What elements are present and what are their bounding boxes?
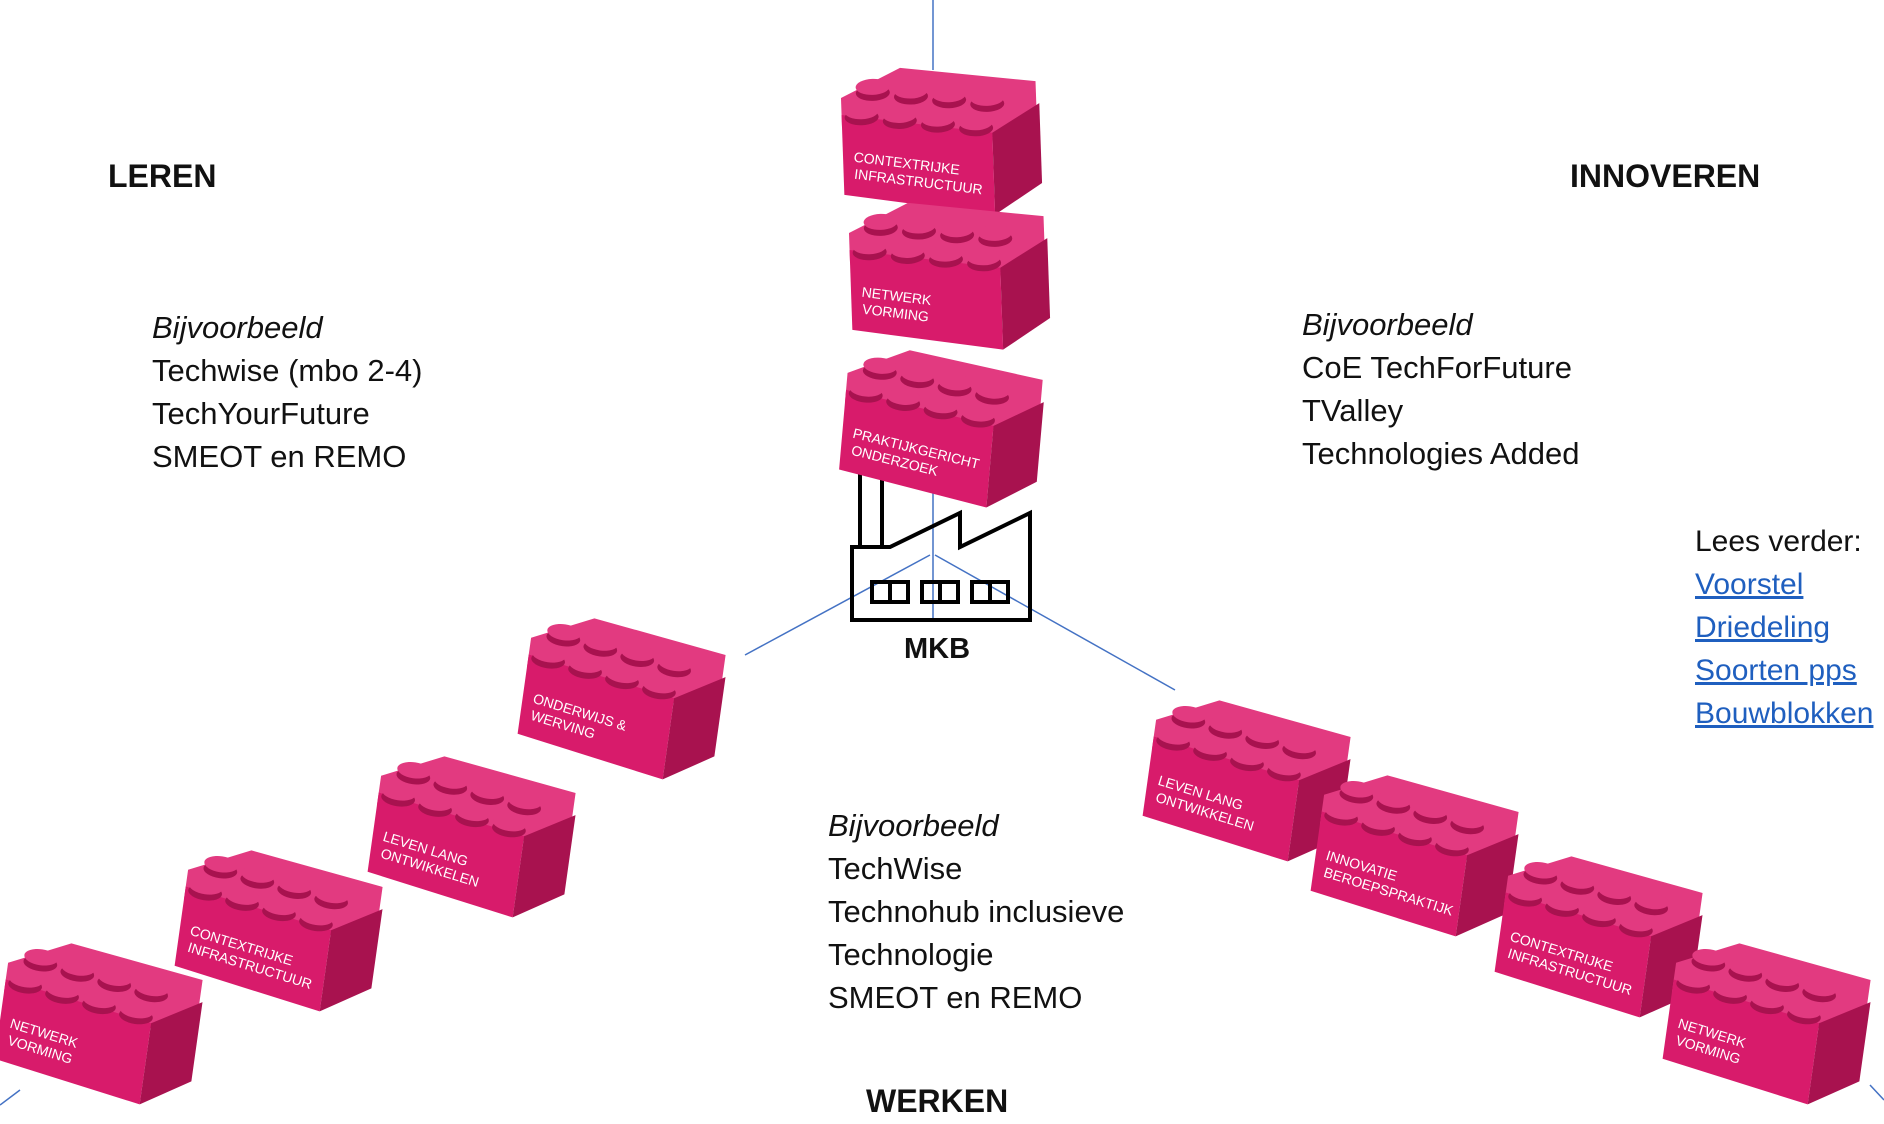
werken-examples: Bijvoorbeeld TechWise Technohub inclusie… (828, 804, 1124, 1019)
leren-example-item: TechYourFuture (152, 396, 370, 431)
brick-left-1: ONDERWIJS &WERVING (517, 618, 726, 780)
werken-example-item: TechWise (828, 851, 963, 886)
leren-example-item: SMEOT en REMO (152, 439, 407, 474)
innoveren-example-item: TValley (1302, 393, 1404, 428)
bricks-layer: CONTEXTRIJKEINFRASTRUCTUURNETWERKVORMING… (0, 67, 1871, 1105)
mkb-label: MKB (904, 633, 971, 665)
innoveren-example-item: CoE TechForFuture (1302, 350, 1572, 385)
werken-example-item: SMEOT en REMO (828, 980, 1083, 1015)
leren-example-item: Techwise (mbo 2-4) (152, 353, 423, 388)
innoveren-examples-intro: Bijvoorbeeld (1302, 307, 1473, 342)
innoveren-examples: Bijvoorbeeld CoE TechForFuture TValley T… (1302, 303, 1580, 475)
link-driedeling[interactable]: Driedeling (1695, 611, 1831, 644)
factory-icon (850, 450, 1032, 622)
heading-werken: WERKEN (866, 1083, 1009, 1119)
link-voorstel[interactable]: Voorstel (1695, 568, 1804, 601)
werken-example-item: Technohub inclusieve (828, 894, 1125, 929)
link-bouwblokken[interactable]: Bouwblokken (1695, 697, 1874, 730)
link-soorten-pps[interactable]: Soorten pps (1695, 654, 1857, 687)
leren-examples-intro: Bijvoorbeeld (152, 310, 323, 345)
werken-examples-intro: Bijvoorbeeld (828, 808, 999, 843)
werken-example-item: Technologie (828, 937, 994, 972)
heading-innoveren: INNOVEREN (1570, 158, 1761, 194)
line-bottom-right (1869, 1084, 1884, 1101)
line-to-innoveren (934, 554, 1176, 691)
read-more-panel: Lees verder: Voorstel Driedeling Soorten… (1695, 520, 1873, 735)
line-bottom-left (0, 1089, 21, 1106)
innoveren-example-item: Technologies Added (1302, 436, 1580, 471)
leren-examples: Bijvoorbeeld Techwise (mbo 2-4) TechYour… (152, 306, 422, 478)
line-to-leren (744, 554, 931, 656)
heading-leren: LEREN (108, 158, 217, 194)
read-more-label: Lees verder: (1695, 525, 1862, 558)
